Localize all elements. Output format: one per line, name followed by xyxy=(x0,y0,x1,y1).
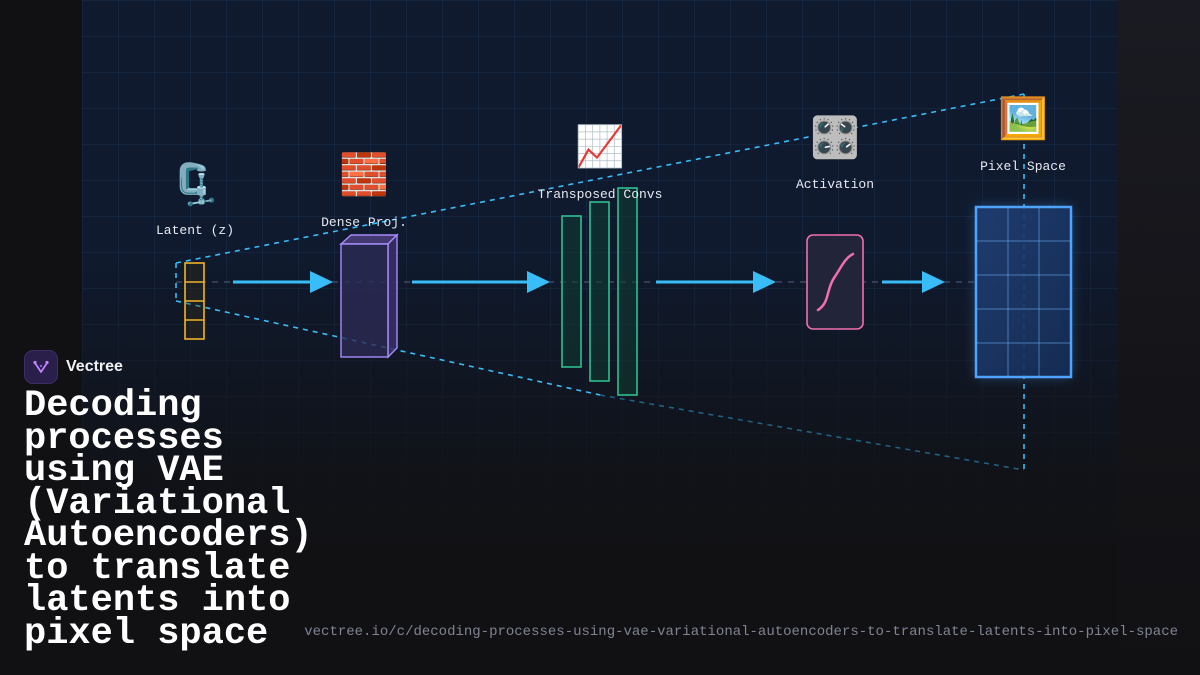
transposed-conv-layers xyxy=(561,187,638,396)
stage-label-latent: Latent (z) xyxy=(155,223,235,238)
latent-vector xyxy=(184,262,205,340)
sigmoid-curve xyxy=(816,252,855,312)
frustum-bottom-edge-far xyxy=(599,394,1025,471)
stage-label-pixel-space: Pixel Space xyxy=(980,159,1066,174)
vectree-logo-icon xyxy=(24,350,58,384)
dense-projection-box xyxy=(339,233,399,359)
activation-box xyxy=(806,234,864,330)
stage-label-transposed-convs: Transposed Convs xyxy=(537,187,663,202)
conv-layer-3 xyxy=(617,187,638,396)
frustum-top-edge xyxy=(175,93,1025,264)
conv-layer-2 xyxy=(589,201,610,382)
right-edge-strip xyxy=(1118,0,1200,675)
framed-picture-icon: 🖼️ xyxy=(998,96,1048,142)
conv-layer-1 xyxy=(561,215,582,368)
page-title: Decoding processes using VAE (Variationa… xyxy=(24,385,313,655)
pixel-space-grid xyxy=(974,205,1073,379)
brand-name: Vectree xyxy=(66,358,123,375)
brand[interactable]: Vectree xyxy=(24,350,123,384)
clamp-icon: 🗜️ xyxy=(170,162,220,208)
control-knobs-icon: 🎛️ xyxy=(810,115,860,161)
arrow-dense-to-conv xyxy=(412,271,550,293)
arrow-activation-to-pixels xyxy=(882,271,945,293)
flow-arrows xyxy=(233,271,945,293)
arrow-latent-to-dense xyxy=(233,271,333,293)
arrow-conv-to-activation xyxy=(656,271,776,293)
projection-frustum xyxy=(175,93,1025,471)
bricks-icon: 🧱 xyxy=(339,152,389,198)
frustum-bottom-edge xyxy=(175,300,601,396)
stage-label-activation: Activation xyxy=(795,177,875,192)
source-url[interactable]: vectree.io/c/decoding-processes-using-va… xyxy=(304,624,1178,640)
chart-increasing-icon: 📈 xyxy=(575,124,625,170)
stage-label-dense-proj: Dense Proj. xyxy=(321,215,407,230)
